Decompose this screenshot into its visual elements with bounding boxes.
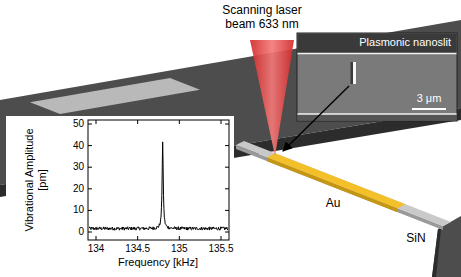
axis-title: Frequency [kHz] bbox=[93, 256, 223, 269]
material-label: SiN bbox=[398, 231, 434, 245]
y-tick bbox=[225, 210, 229, 211]
y-tick bbox=[88, 124, 92, 125]
tick-label: 50 bbox=[56, 118, 84, 130]
cantilever bbox=[236, 141, 451, 230]
sem-dark-region bbox=[298, 114, 457, 121]
plot-background bbox=[6, 116, 234, 277]
scale-bar bbox=[412, 108, 446, 110]
y-tick bbox=[88, 232, 92, 233]
tick-label: 135.5 bbox=[201, 243, 241, 255]
x-tick bbox=[137, 236, 138, 240]
laser-cone bbox=[250, 40, 294, 156]
tick-label: 134 bbox=[76, 243, 116, 255]
spectrum-plot bbox=[88, 120, 229, 240]
tick-label: 20 bbox=[56, 183, 84, 195]
tick-label: 0 bbox=[56, 226, 84, 238]
nanoslit-shadow bbox=[351, 62, 354, 84]
sem-dark-region bbox=[298, 34, 457, 54]
x-tick bbox=[96, 120, 97, 124]
y-tick bbox=[225, 188, 229, 189]
x-tick bbox=[137, 120, 138, 124]
sem-inset: Plasmonic nanoslit 3 μm bbox=[297, 33, 457, 121]
scale-label: 3 μm bbox=[417, 92, 442, 105]
tick-label: 10 bbox=[56, 204, 84, 216]
spectrum-curve bbox=[89, 142, 227, 230]
pointer-arrow bbox=[283, 86, 349, 151]
x-tick bbox=[179, 236, 180, 240]
sin-beam bbox=[236, 141, 451, 226]
tick-label: 134.5 bbox=[118, 243, 158, 255]
x-tick bbox=[179, 120, 180, 124]
nanoslit bbox=[353, 62, 356, 84]
laser-label: Scanning laser beam 633 nm bbox=[214, 3, 310, 31]
sin-beam-side bbox=[236, 145, 443, 230]
material-label: Au bbox=[318, 196, 348, 210]
tick-label: 40 bbox=[56, 140, 84, 152]
inset-heading: Plasmonic nanoslit bbox=[359, 36, 451, 49]
x-tick bbox=[221, 120, 222, 124]
y-tick bbox=[225, 167, 229, 168]
sem-image bbox=[297, 33, 457, 121]
plot-frame bbox=[88, 120, 229, 240]
x-tick bbox=[221, 236, 222, 240]
y-tick bbox=[88, 188, 92, 189]
sem-beam-edge bbox=[298, 53, 457, 55]
y-tick bbox=[225, 124, 229, 125]
gold-layer-side bbox=[267, 157, 397, 212]
y-tick bbox=[88, 210, 92, 211]
y-tick bbox=[88, 145, 92, 146]
substrate-block-side bbox=[432, 229, 441, 277]
y-tick bbox=[225, 145, 229, 146]
x-tick bbox=[96, 236, 97, 240]
y-tick bbox=[225, 232, 229, 233]
tick-label: 30 bbox=[56, 161, 84, 173]
contact-pad bbox=[30, 78, 200, 114]
axis-title: Vibrational Amplitude [pm] bbox=[23, 125, 49, 235]
y-tick bbox=[88, 167, 92, 168]
tick-label: 135 bbox=[159, 243, 199, 255]
